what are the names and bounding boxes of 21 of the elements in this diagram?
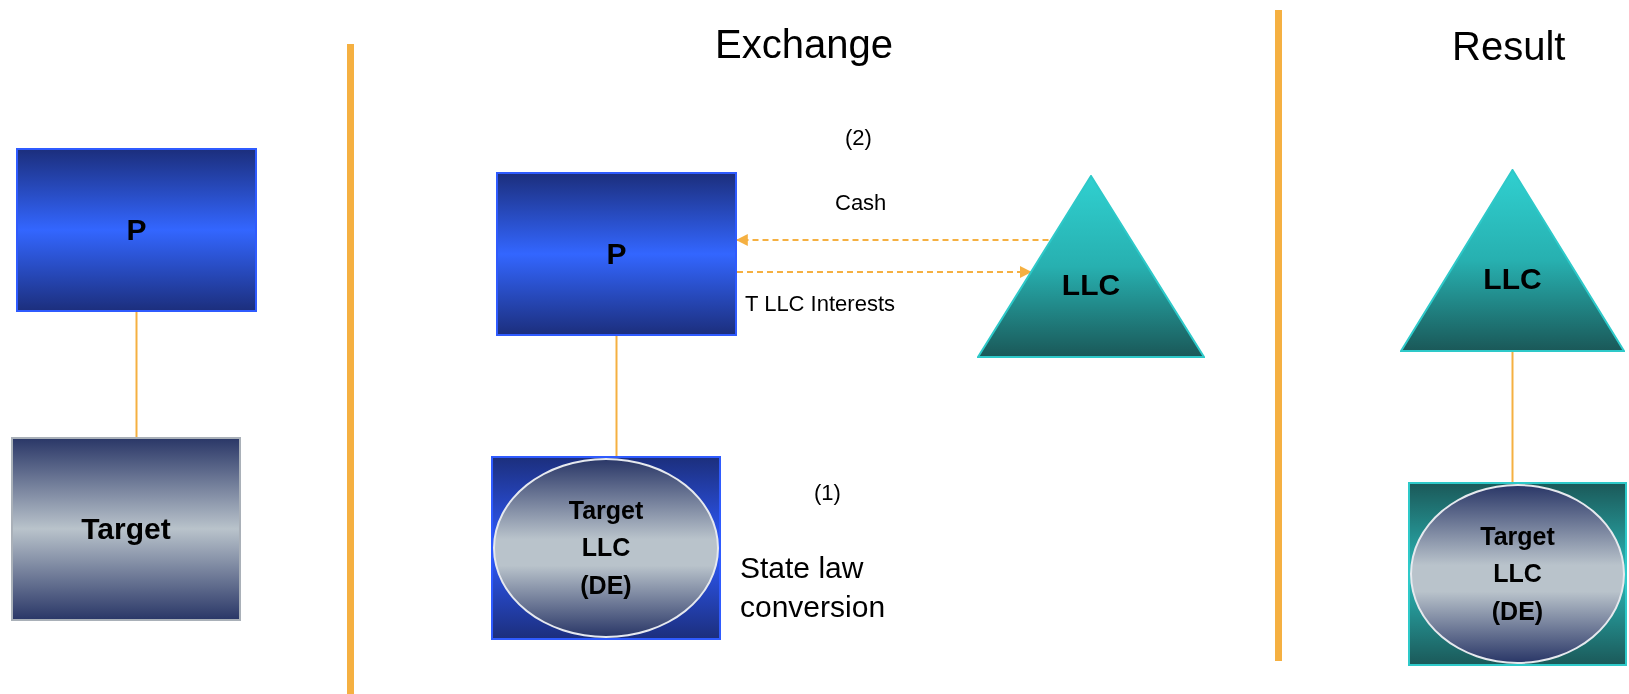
node-label: LLC [1483,261,1542,296]
entity-box [16,148,257,312]
step-number: (1) [814,480,841,506]
node-label: P [606,237,627,271]
section-heading: Result [1452,24,1566,69]
node-label: Target LLC (DE) [567,494,645,601]
step-number: (2) [845,125,872,151]
edge-label: T LLC Interests [745,291,895,317]
entity-box [496,172,737,336]
node-label: Target [81,512,171,546]
entity-box [11,437,241,621]
connector-line [615,335,618,457]
section-heading: Exchange [715,22,893,67]
edge-label: Cash [835,190,887,216]
step-description: State law conversion [740,550,887,625]
node-label: Target LLC (DE) [1479,520,1556,627]
connector-line [135,311,138,438]
node-label: LLC [1061,267,1121,302]
connector-line [1511,351,1514,483]
node-label: P [126,213,147,247]
dashed-arrow [736,266,1032,278]
